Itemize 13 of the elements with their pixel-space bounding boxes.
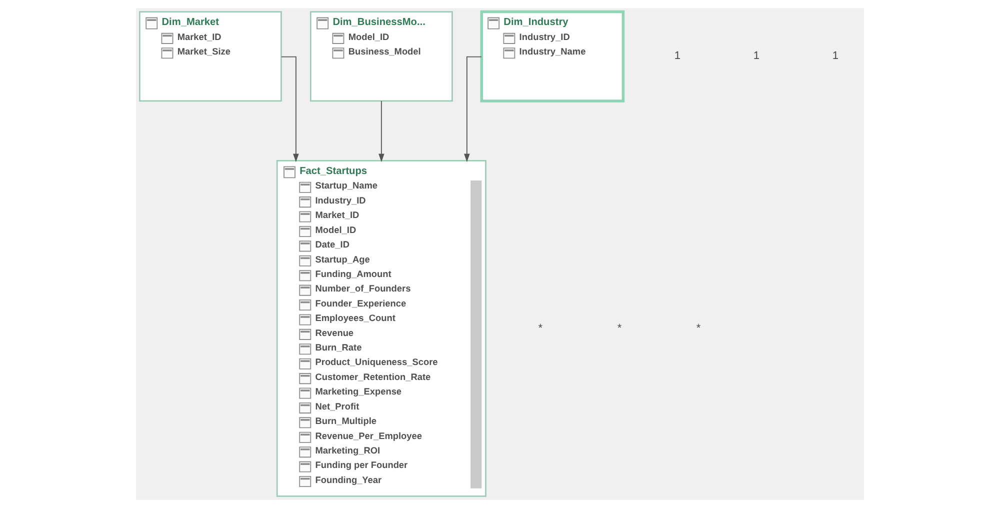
label: * [538, 322, 543, 334]
label: 1 [674, 50, 680, 62]
label: * [696, 322, 701, 334]
arrow [280, 56, 299, 162]
node-box: Dim_Market Market_ID Market_Size [138, 11, 282, 102]
label: 1 [753, 50, 760, 62]
node-box: Dim_Industry Industry_ID Industry_Name [480, 10, 625, 102]
label: 1 [832, 50, 839, 62]
arrow [464, 56, 482, 162]
label: * [617, 322, 622, 334]
arrow [378, 100, 384, 162]
node-box: Dim_BusinessMo... Model_ID Business_Model [310, 11, 453, 102]
node-box: Fact_Startups Startup_Name Industry_ID Market_ID Model_ID Date_ID Startup_Age Funding_Amount Number_of_Founders Founder_Experience Employees_Count Revenue Burn_Rate Product_Uniqueness_Score Customer_Retention_Rate Marketing_Expense Net_Profit Burn_Multiple Revenue_Per_Employee Marketing_ROI Funding per Founder Founding_Year [276, 160, 486, 497]
